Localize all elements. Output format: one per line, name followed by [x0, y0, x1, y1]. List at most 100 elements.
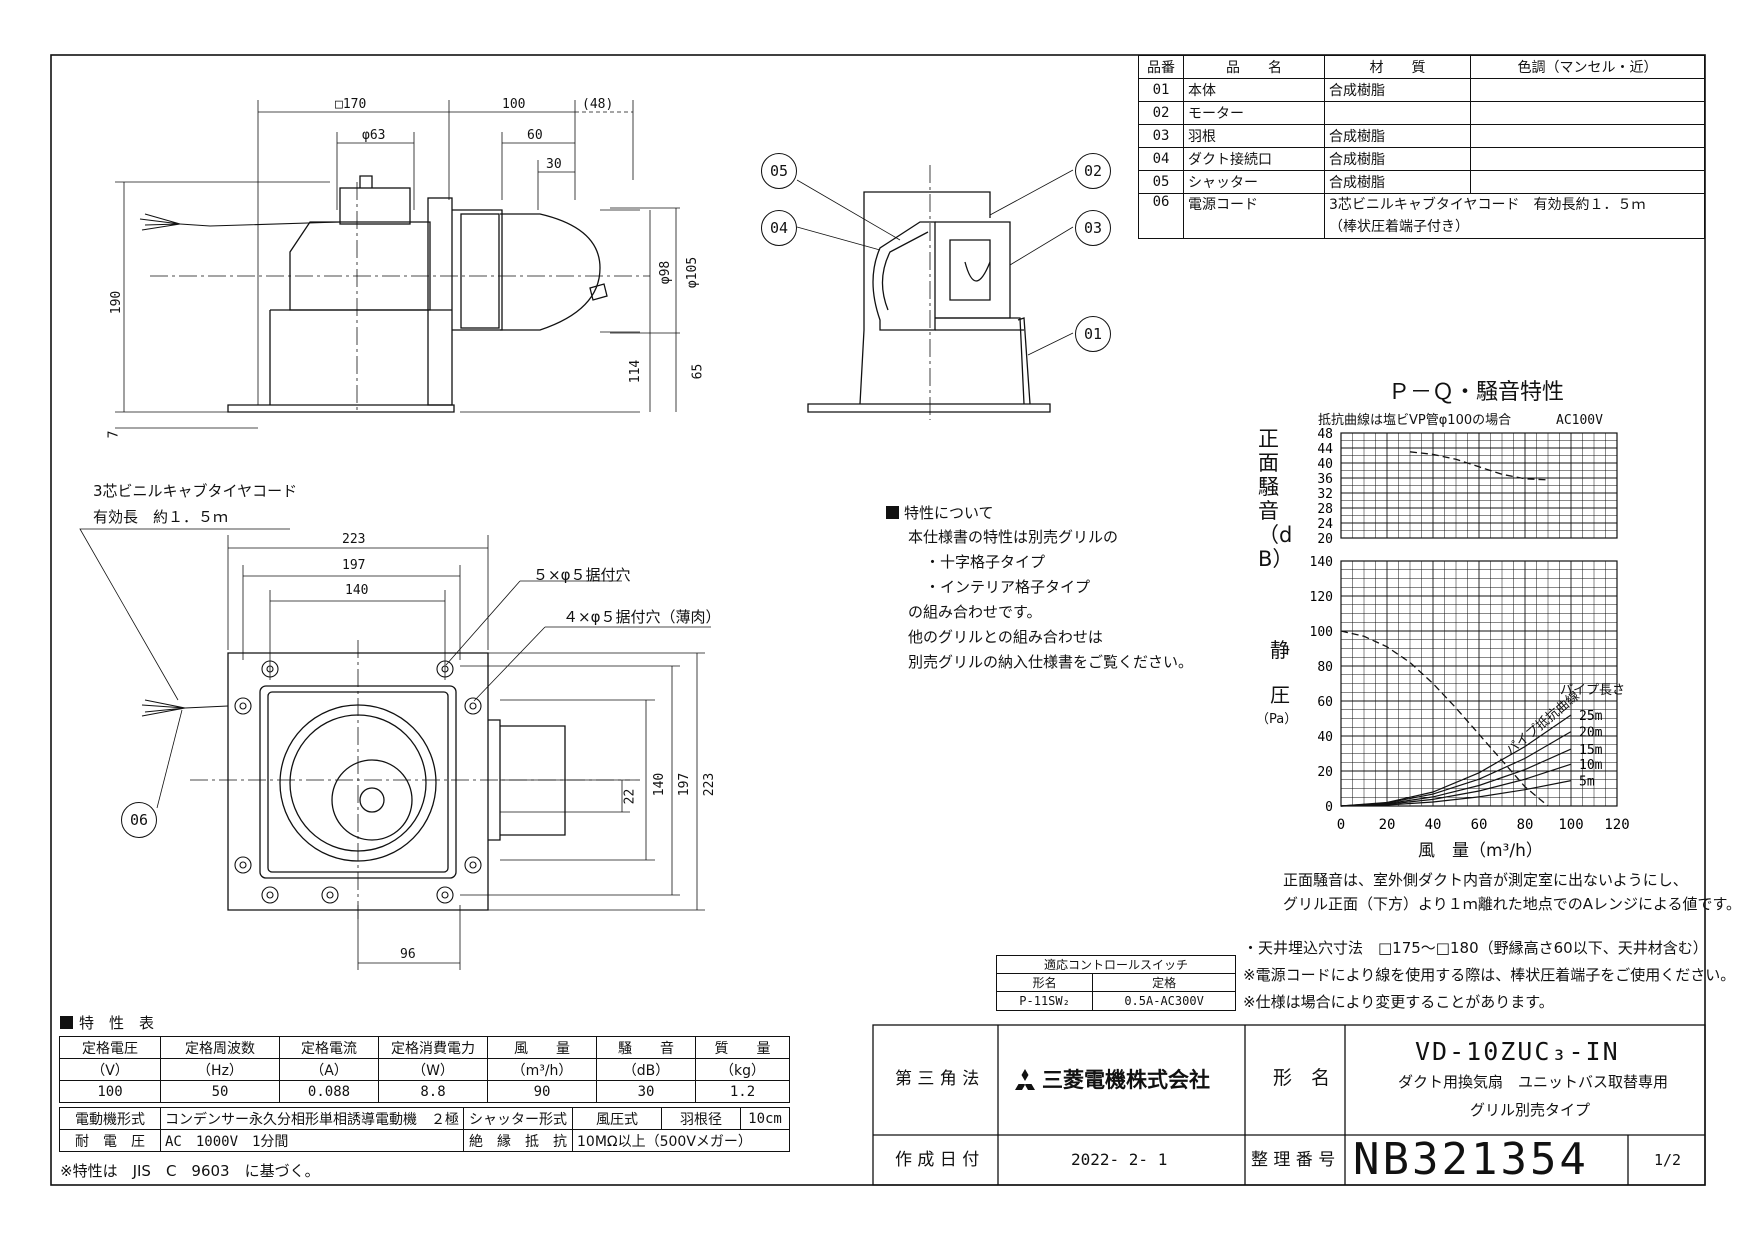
part-material: 合成樹脂: [1324, 147, 1471, 171]
part-material: 合成樹脂: [1324, 124, 1471, 148]
noise-y-tick: 48: [1317, 427, 1333, 442]
chart-note: グリル正面（下方）より１ｍ離れた地点でのAレンジによる値です。: [1283, 895, 1742, 913]
part-no: 04: [1138, 147, 1184, 171]
switch-table-title: 適応コントロールスイッチ: [996, 955, 1236, 974]
pq-axis-label-2: 圧: [1270, 683, 1290, 707]
callout-bubble: 06: [121, 802, 157, 838]
pq-y-tick: 0: [1325, 800, 1333, 815]
part-color: [1470, 147, 1705, 171]
spec-header: 定格電流: [279, 1036, 379, 1059]
x-tick: 80: [1517, 817, 1534, 833]
front-view-drawing: [807, 165, 1051, 420]
notes-line: 別売グリルの納入仕様書をご覧ください。: [908, 653, 1194, 671]
part-color: [1470, 101, 1705, 125]
x-tick: 60: [1471, 817, 1488, 833]
x-tick: 120: [1604, 817, 1629, 833]
dim-label: (48): [582, 97, 614, 112]
notes-heading: 特性について: [886, 506, 994, 521]
spec-unit: （Hz）: [160, 1058, 280, 1081]
pq-y-tick: 120: [1310, 590, 1333, 605]
company-name: 三菱電機株式会社: [1012, 1069, 1210, 1091]
chart-title: Ｐ－Ｑ・騒音特性: [1388, 380, 1565, 405]
noise-y-tick: 20: [1317, 532, 1333, 547]
dim-label: 30: [546, 157, 562, 172]
spec-header: 騒 音: [596, 1036, 696, 1059]
noise-y-tick: 24: [1317, 517, 1333, 532]
part-material-wide: 3芯ビニルキャブタイヤコード 有効長約１．５ｍ （棒状圧着端子付き）: [1324, 193, 1705, 239]
notes-line: ・十字格子タイプ: [925, 553, 1046, 571]
dim-label: 65: [690, 363, 706, 380]
parts-row: 03 羽根 合成樹脂: [1138, 124, 1705, 148]
side-view-drawing: [115, 100, 680, 429]
insulation-label: 絶 縁 抵 抗: [463, 1129, 573, 1152]
part-material: [1324, 101, 1471, 125]
withstand-label: 耐 電 圧: [59, 1129, 161, 1152]
model-label: 形 名: [1273, 1067, 1331, 1089]
noise-y-tick: 28: [1317, 502, 1333, 517]
pq-y-tick: 40: [1317, 730, 1333, 745]
spec-value: 1.2: [695, 1080, 790, 1103]
bottom-view-drawing: [79, 528, 711, 970]
dim-label: 190: [109, 290, 125, 315]
dim-label: φ63: [362, 128, 386, 143]
motor-label: 電動機形式: [59, 1107, 161, 1130]
callout-bubble: 02: [1075, 153, 1111, 189]
part-no: 06: [1138, 193, 1184, 239]
resistance-curve-label: 15m: [1579, 743, 1603, 758]
part-material-note: （棒状圧着端子付き）: [1329, 219, 1469, 235]
pq-axis-label-1: 静: [1270, 638, 1290, 662]
notes-line: 他のグリルとの組み合わせは: [908, 628, 1103, 646]
part-color: [1470, 170, 1705, 194]
spec-unit: （dB）: [596, 1058, 696, 1081]
shutter-value: 風圧式: [572, 1107, 662, 1130]
resistance-curve-label: 25m: [1579, 709, 1603, 724]
spec-extra-table: 電動機形式 コンデンサー永久分相形単相誘導電動機 ２極 シャッター形式 風圧式 …: [59, 1107, 790, 1152]
parts-row: 06 電源コード 3芯ビニルキャブタイヤコード 有効長約１．５ｍ （棒状圧着端子…: [1138, 193, 1705, 239]
switch-col-model: 形名: [995, 973, 1094, 992]
spec-unit: （m³/h）: [487, 1058, 597, 1081]
remark-line: ・天井埋込穴寸法 □175～□180（野縁高さ60以下、天井材含む）: [1243, 939, 1708, 957]
resistance-curve-label: 20m: [1579, 726, 1603, 741]
spec-unit: （kg）: [695, 1058, 790, 1081]
part-material: 3芯ビニルキャブタイヤコード 有効長約１．５ｍ: [1329, 197, 1646, 213]
dim-label: 140: [345, 583, 369, 598]
spec-unit: （V）: [59, 1058, 161, 1081]
dim-label: 223: [342, 532, 366, 547]
dim-label: 114: [628, 359, 644, 384]
spec-unit-row: （V） （Hz） （A） （W） （m³/h） （dB） （kg）: [59, 1058, 790, 1081]
pipe-length-label: パイプ長さ: [1560, 683, 1626, 698]
projection-method: 第 三 角 法: [895, 1069, 980, 1089]
square-bullet-icon: [60, 1016, 73, 1029]
x-axis-label: 風 量（m³/h）: [1418, 841, 1543, 861]
page-number: 1/2: [1654, 1151, 1682, 1169]
withstand-value: AC 1000V 1分間: [160, 1129, 464, 1152]
model-description: グリル別売タイプ: [1470, 1101, 1591, 1119]
spec-value: 50: [160, 1080, 280, 1103]
pq-y-tick: 140: [1310, 555, 1333, 570]
dim-label: 140: [652, 772, 668, 797]
header-material: 材 質: [1324, 55, 1471, 79]
callout-bubble: 04: [761, 210, 797, 246]
spec-header: 定格消費電力: [378, 1036, 488, 1059]
parts-row: 04 ダクト接続口 合成樹脂: [1138, 147, 1705, 171]
doc-number: NB321354: [1353, 1134, 1589, 1185]
dim-label: φ105: [685, 256, 701, 289]
header-name: 品 名: [1183, 55, 1325, 79]
chart-note: 正面騒音は、室外側ダクト内音が測定室に出ないようにし、: [1283, 871, 1688, 889]
pq-plot-frame: [1340, 560, 1618, 807]
spec-table-title: 特 性 表: [60, 1016, 154, 1031]
date-label: 作 成 日 付: [895, 1150, 980, 1170]
parts-table-header: 品番 品 名 材 質 色調（マンセル・近）: [1138, 55, 1705, 79]
motor-value: コンデンサー永久分相形単相誘導電動機 ２極: [160, 1107, 464, 1130]
remark-line: ※仕様は場合により変更することがあります。: [1243, 993, 1554, 1011]
resistance-curve-label: 10m: [1579, 758, 1603, 773]
part-material: 合成樹脂: [1324, 170, 1471, 194]
notes-heading-text: 特性について: [904, 504, 994, 522]
parts-row: 05 シャッター 合成樹脂: [1138, 170, 1705, 194]
shutter-label: シャッター形式: [463, 1107, 573, 1130]
dim-label: 223: [702, 772, 718, 797]
insulation-value: 10MΩ以上（500Vメガー）: [572, 1129, 790, 1152]
creation-date: 2022- 2- 1: [1071, 1150, 1168, 1169]
part-name: シャッター: [1183, 170, 1325, 194]
